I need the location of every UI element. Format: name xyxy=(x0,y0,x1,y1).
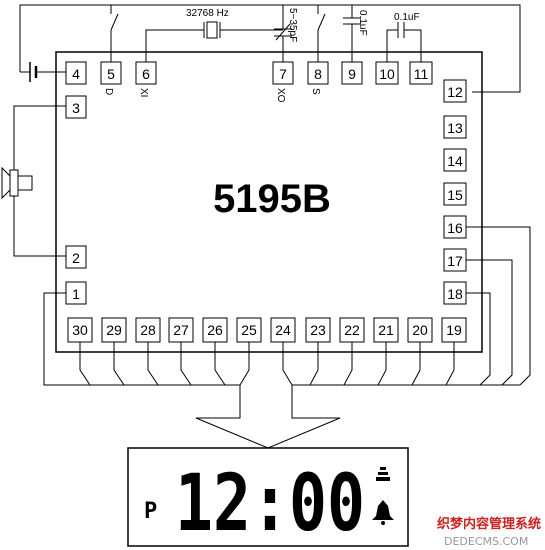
pin-1: 1 xyxy=(72,286,80,302)
speaker-icon xyxy=(1,166,33,200)
crystal-label: 32768 Hz xyxy=(186,8,229,19)
cap-pin10-11 xyxy=(386,22,422,62)
pin-30: 30 xyxy=(72,322,88,338)
label-xi: XI xyxy=(138,88,149,97)
trimmer-cap xyxy=(274,5,292,62)
pin-5: 5 xyxy=(107,66,115,82)
label-d: D xyxy=(103,88,114,95)
wire-speaker xyxy=(13,105,66,257)
wire-xi xyxy=(145,29,200,62)
pin-9: 9 xyxy=(348,66,356,82)
pin-15: 15 xyxy=(447,187,463,203)
pin-10: 10 xyxy=(379,66,395,82)
pin-12: 12 xyxy=(447,84,463,100)
pin-24: 24 xyxy=(275,322,291,338)
pin-14: 14 xyxy=(447,153,463,169)
chip-body xyxy=(55,51,483,353)
pin-3: 3 xyxy=(72,100,80,116)
pin-16: 16 xyxy=(447,220,463,236)
wire-top-loop xyxy=(19,4,521,93)
pin-17: 17 xyxy=(447,253,463,269)
chime-icon xyxy=(376,467,390,481)
pin-11: 11 xyxy=(414,66,429,82)
label-s: S xyxy=(310,88,321,95)
pin-8: 8 xyxy=(314,66,322,82)
pin-23: 23 xyxy=(310,322,326,338)
watermark-cn: 织梦内容管理系统 xyxy=(437,516,541,532)
pin-6: 6 xyxy=(142,66,150,82)
switch-s xyxy=(317,5,326,62)
pin-7: 7 xyxy=(279,66,287,82)
pin-18: 18 xyxy=(447,286,463,302)
pin-26: 26 xyxy=(207,322,223,338)
pin-27: 27 xyxy=(173,322,189,338)
bus-arrow xyxy=(195,385,341,449)
pin-4: 4 xyxy=(72,66,80,82)
pin-28: 28 xyxy=(140,322,156,338)
pin-19: 19 xyxy=(446,322,462,338)
label-xo: XO xyxy=(275,88,286,103)
cap-label-1: 0.1uF xyxy=(357,10,368,36)
cap-label-2: 0.1uF xyxy=(394,12,420,23)
pin-20: 20 xyxy=(412,322,428,338)
lcd-frame xyxy=(127,447,409,547)
watermark-en: DEDECMS.COM xyxy=(444,535,528,548)
pin-22: 22 xyxy=(344,322,360,338)
pin-13: 13 xyxy=(447,120,463,136)
pin-25: 25 xyxy=(241,322,257,338)
pm-indicator: P xyxy=(144,499,157,524)
trimmer-label: 5~35pF xyxy=(287,8,298,42)
crystal xyxy=(200,21,280,39)
cap-pin9 xyxy=(343,5,361,62)
alarm-bell-icon xyxy=(372,500,394,525)
pin-2: 2 xyxy=(72,250,80,266)
switch-d xyxy=(110,5,119,62)
lcd-digits: 12:00 xyxy=(175,459,365,549)
chip-title: 5195B xyxy=(213,177,331,221)
pin-21: 21 xyxy=(378,322,394,338)
pin-29: 29 xyxy=(106,322,122,338)
